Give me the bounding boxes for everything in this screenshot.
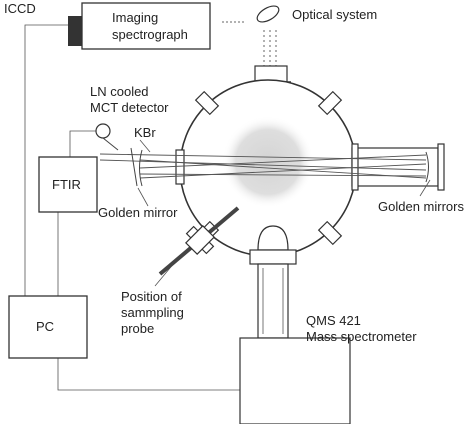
iccd-camera xyxy=(68,16,82,46)
qms-label-line1: QMS 421 xyxy=(306,313,361,328)
ftir-label: FTIR xyxy=(52,177,81,192)
ftir-box xyxy=(38,156,98,213)
right-mirror-leader xyxy=(419,179,431,197)
ir-multipass-beams xyxy=(99,153,427,179)
pc-box xyxy=(8,295,88,359)
qms-label-line2: Mass spectrometer xyxy=(306,329,417,344)
iccd-label: ICCD xyxy=(4,1,36,16)
pc-qms-cable xyxy=(57,358,240,391)
pc-label: PC xyxy=(36,319,54,334)
detector-label-line1: LN cooled xyxy=(90,84,149,99)
kbr-window xyxy=(130,147,138,187)
golden-mirror-left-label: Golden mirror xyxy=(98,205,178,220)
optical-lens xyxy=(256,5,280,23)
detector-label-line2: MCT detector xyxy=(90,100,169,115)
detector-ftir-cable xyxy=(69,130,103,157)
right-golden-mirror xyxy=(425,151,429,183)
spectrograph-label-line1: Imaging xyxy=(112,10,158,25)
probe-label-line1: Position of xyxy=(121,289,182,304)
qms-body xyxy=(239,337,351,424)
sampling-probe xyxy=(158,206,240,276)
kbr-leader xyxy=(139,139,151,153)
imaging-spectrograph-box xyxy=(81,2,211,50)
mct-detector xyxy=(95,123,111,139)
golden-mirrors-right-label: Golden mirrors xyxy=(378,199,464,214)
probe-label-line2: sammpling xyxy=(121,305,184,320)
iccd-pc-cable xyxy=(24,24,68,296)
spectrograph-label-line2: spectrograph xyxy=(112,27,188,42)
qms-nozzle xyxy=(257,225,289,251)
kbr-label: KBr xyxy=(134,125,156,140)
optical-system-label: Optical system xyxy=(292,7,377,22)
left-golden-mirror xyxy=(139,149,143,187)
left-window-port xyxy=(175,149,185,185)
left-mirror-leader xyxy=(137,187,149,207)
probe-label-line3: probe xyxy=(121,321,154,336)
